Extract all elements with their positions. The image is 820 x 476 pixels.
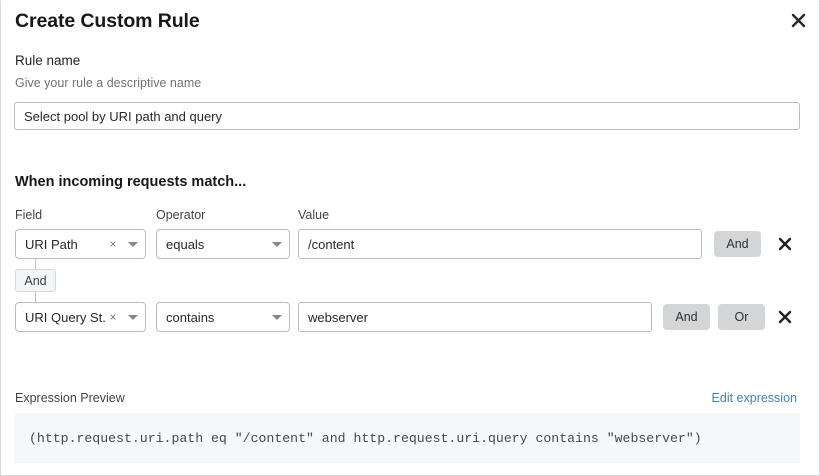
chevron-down-icon[interactable] xyxy=(265,241,289,247)
connector-line-bottom xyxy=(35,292,36,302)
operator-select-row-2-value: contains xyxy=(166,309,215,325)
clear-icon[interactable]: × xyxy=(109,310,117,324)
connector-and-badge[interactable]: And xyxy=(15,269,56,292)
column-header-field: Field xyxy=(15,208,43,222)
expression-preview-code: (http.request.uri.path eq "/content" and… xyxy=(29,430,702,446)
column-header-value: Value xyxy=(298,208,330,222)
connector-line-top xyxy=(35,259,36,269)
expression-preview-box: (http.request.uri.path eq "/content" and… xyxy=(14,413,800,463)
value-input-row-2[interactable] xyxy=(298,302,652,332)
and-button-row-1[interactable]: And xyxy=(714,231,761,257)
page-title: Create Custom Rule xyxy=(15,10,200,32)
chevron-down-icon[interactable] xyxy=(265,314,289,320)
field-select-row-1[interactable]: URI Path × xyxy=(15,229,146,259)
rule-name-input[interactable] xyxy=(14,102,800,130)
rule-name-label: Rule name xyxy=(15,53,81,68)
field-select-row-1-value: URI Path xyxy=(25,236,78,252)
rule-name-help-text: Give your rule a descriptive name xyxy=(15,76,202,90)
remove-condition-row-1-icon[interactable] xyxy=(773,232,797,256)
edit-expression-link[interactable]: Edit expression xyxy=(711,391,797,405)
chevron-down-icon[interactable] xyxy=(121,314,145,320)
field-select-row-2[interactable]: URI Query St... × xyxy=(15,302,146,332)
condition-row: URI Query St... × contains And Or xyxy=(1,302,820,332)
value-input-row-1[interactable] xyxy=(298,229,702,259)
expression-preview-label: Expression Preview xyxy=(15,391,125,405)
condition-row: URI Path × equals And xyxy=(1,229,820,259)
or-button-row-2[interactable]: Or xyxy=(718,304,765,330)
operator-select-row-1[interactable]: equals xyxy=(156,229,290,259)
clear-icon[interactable]: × xyxy=(109,237,117,251)
operator-select-row-1-value: equals xyxy=(166,236,205,252)
chevron-down-icon[interactable] xyxy=(121,241,145,247)
close-icon[interactable] xyxy=(786,8,810,32)
field-select-row-2-value: URI Query St... xyxy=(25,309,105,325)
conditions-heading: When incoming requests match... xyxy=(15,174,247,190)
and-button-row-2[interactable]: And xyxy=(663,304,710,330)
remove-condition-row-2-icon[interactable] xyxy=(773,305,797,329)
column-header-operator: Operator xyxy=(156,208,206,222)
operator-select-row-2[interactable]: contains xyxy=(156,302,290,332)
